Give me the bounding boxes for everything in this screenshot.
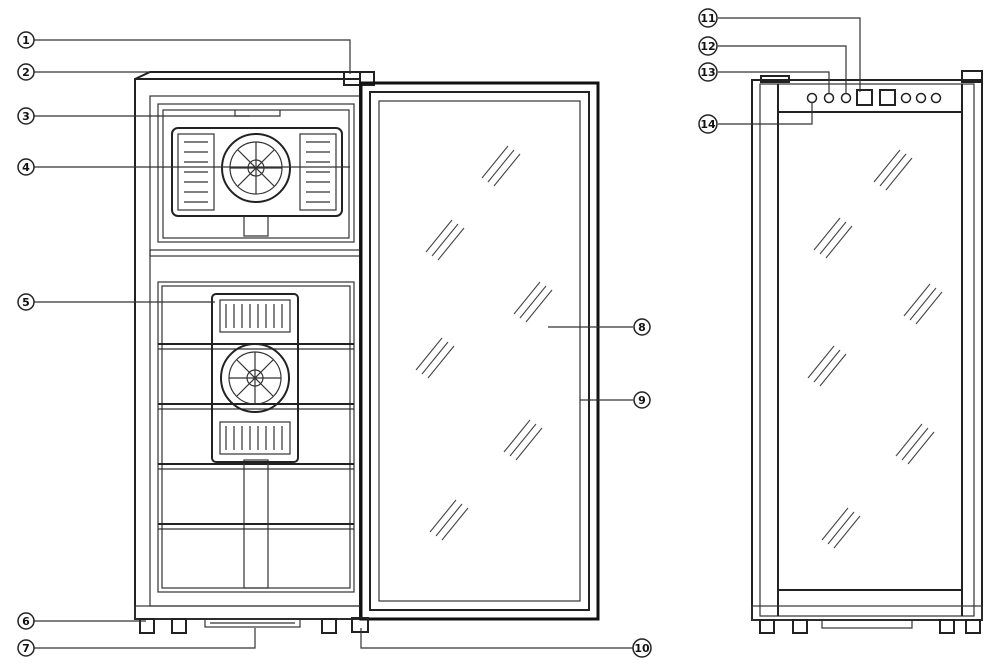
bottom-grille bbox=[204, 618, 301, 628]
control-button-icon bbox=[806, 92, 818, 104]
callout-3: 3 bbox=[17, 107, 35, 125]
control-button-icon bbox=[823, 92, 835, 104]
lower-compartment bbox=[157, 281, 355, 593]
display-window-lower bbox=[879, 89, 896, 106]
cabinet-top bbox=[134, 71, 361, 80]
upper-compartment bbox=[157, 103, 355, 243]
svg-text:7: 7 bbox=[22, 642, 30, 655]
leader-lines bbox=[34, 17, 861, 649]
callout-markers: 1 2 3 4 5 6 7 8 bbox=[17, 8, 718, 658]
svg-text:12: 12 bbox=[700, 40, 715, 53]
foot-left-2 bbox=[171, 618, 187, 634]
upper-light bbox=[234, 110, 281, 117]
wine-shelves bbox=[158, 343, 354, 530]
callout-6: 6 bbox=[17, 612, 35, 630]
lower-fan-panel bbox=[211, 293, 299, 463]
lower-fan bbox=[220, 343, 290, 413]
control-button-icon bbox=[840, 92, 852, 104]
control-panel bbox=[806, 89, 942, 106]
front-view-closed-door bbox=[751, 70, 983, 634]
control-button-icon bbox=[915, 92, 927, 104]
svg-text:4: 4 bbox=[22, 161, 30, 174]
upper-vent-right bbox=[306, 141, 330, 203]
svg-text:8: 8 bbox=[638, 321, 646, 334]
front-view-open-door bbox=[134, 71, 600, 634]
svg-text:14: 14 bbox=[700, 118, 716, 131]
top-hinge bbox=[343, 71, 375, 86]
svg-text:3: 3 bbox=[22, 110, 30, 123]
door-glass-pane bbox=[378, 100, 581, 602]
callout-9: 9 bbox=[633, 391, 651, 409]
control-button-icon bbox=[900, 92, 912, 104]
svg-text:5: 5 bbox=[22, 296, 30, 309]
closed-top-hinge bbox=[961, 70, 983, 83]
callout-8: 8 bbox=[633, 318, 651, 336]
callout-12: 12 bbox=[698, 36, 718, 56]
svg-text:6: 6 bbox=[22, 615, 30, 628]
glass-door bbox=[359, 81, 600, 621]
upper-fan-panel bbox=[171, 127, 343, 217]
upper-vent-left bbox=[184, 141, 208, 203]
svg-text:2: 2 bbox=[22, 66, 30, 79]
front-door-reflections bbox=[415, 145, 553, 541]
control-button-icon bbox=[930, 92, 942, 104]
door-gasket bbox=[369, 91, 590, 611]
svg-text:11: 11 bbox=[700, 12, 715, 25]
closed-door-reflections bbox=[807, 149, 943, 549]
upper-fan bbox=[221, 133, 291, 203]
callout-1: 1 bbox=[17, 31, 35, 49]
display-window-upper bbox=[856, 89, 873, 106]
svg-text:13: 13 bbox=[700, 66, 715, 79]
closed-cabinet-body bbox=[751, 79, 983, 621]
callout-5: 5 bbox=[17, 293, 35, 311]
callout-7: 7 bbox=[17, 639, 35, 657]
callout-14: 14 bbox=[698, 114, 718, 134]
svg-text:9: 9 bbox=[638, 394, 646, 407]
callout-11: 11 bbox=[698, 8, 718, 28]
svg-text:1: 1 bbox=[22, 34, 30, 47]
door-bottom-hinge bbox=[351, 617, 369, 633]
foot-left bbox=[139, 618, 155, 634]
center-duct bbox=[243, 459, 269, 589]
svg-text:10: 10 bbox=[634, 642, 650, 655]
callout-13: 13 bbox=[698, 62, 718, 82]
callout-2: 2 bbox=[17, 63, 35, 81]
foot-right-2 bbox=[321, 618, 337, 634]
callout-4: 4 bbox=[17, 158, 35, 176]
callout-10: 10 bbox=[632, 638, 652, 658]
